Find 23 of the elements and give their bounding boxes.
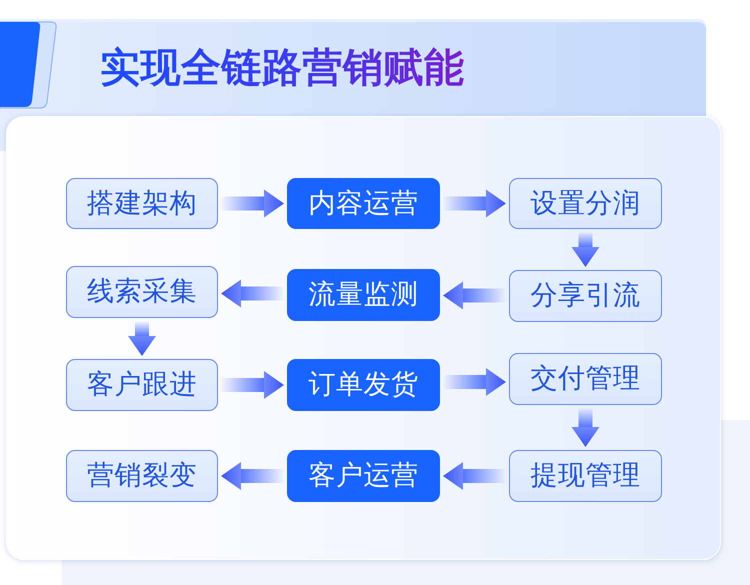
step-box: 分享引流 (509, 270, 662, 322)
arrow (221, 371, 284, 399)
step-box: 搭建架构 (66, 178, 218, 229)
arrow (572, 232, 600, 267)
key-step-box: 流量监测 (287, 269, 440, 321)
arrow (128, 321, 156, 356)
arrow (221, 190, 284, 218)
key-step-box: 订单发货 (287, 359, 440, 411)
step-box: 营销裂变 (66, 450, 218, 502)
step-box: 提现管理 (509, 450, 662, 502)
arrow (443, 190, 506, 218)
arrow (443, 462, 506, 490)
step-box: 设置分润 (509, 178, 662, 229)
step-box: 线索采集 (66, 266, 218, 318)
arrow (443, 282, 506, 310)
key-step-box: 内容运营 (287, 178, 440, 229)
arrow (572, 408, 600, 447)
arrow (221, 280, 284, 308)
arrow (221, 462, 284, 490)
arrow (443, 368, 506, 396)
step-box: 交付管理 (509, 353, 662, 405)
step-box: 客户跟进 (66, 359, 218, 411)
key-step-box: 客户运营 (287, 450, 440, 502)
